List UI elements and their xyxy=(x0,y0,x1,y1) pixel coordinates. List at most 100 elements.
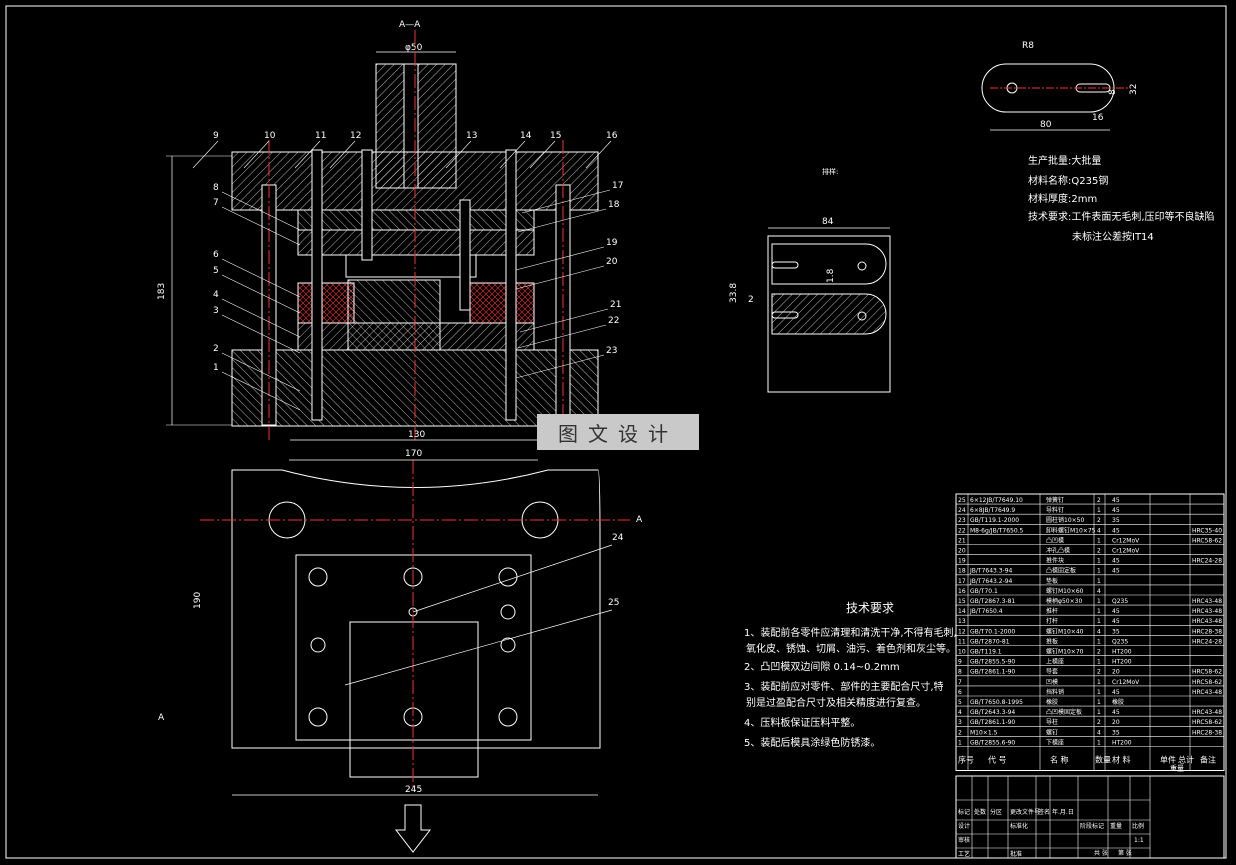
title-block-cell: 设计 xyxy=(958,822,970,830)
part-info-line: 未标注公差按IT14 xyxy=(1072,230,1154,243)
bom-cell: HRC28-38 xyxy=(1192,729,1222,736)
bom-header: 单件 xyxy=(1160,755,1176,765)
bom-cell: 15 xyxy=(958,598,966,605)
part-dim-slot-w: 8 xyxy=(1108,89,1118,95)
bom-cell: 螺钉M10×60 xyxy=(1046,587,1084,595)
bom-cell: HRC24-28 xyxy=(1192,638,1222,645)
part-sketch: 80 R8 32 16 8 生产批量:大批量材料名称:Q235钢材料厚度:2mm… xyxy=(981,41,1215,243)
bom-cell: HRC43-48 xyxy=(1192,709,1222,716)
bom-cell: HRC24-28 xyxy=(1192,558,1222,565)
part-number-21: 21 xyxy=(610,300,621,310)
bom-cell: Cr12MoV xyxy=(1112,537,1140,544)
part-info-line: 材料名称:Q235钢 xyxy=(1028,174,1108,187)
bom-cell: 4 xyxy=(958,709,962,716)
sheet-border xyxy=(5,5,1227,859)
bom-cell: 1 xyxy=(1097,537,1101,544)
layout-dim-width: 84 xyxy=(822,217,834,227)
part-number-23: 23 xyxy=(606,346,617,356)
bom-cell: 1 xyxy=(1097,699,1101,706)
bom-cell: GB/T119.1-2000 xyxy=(970,517,1019,524)
bom-cell: GB/T2855.6-90 xyxy=(970,739,1015,746)
bom-header: 材 料 xyxy=(1112,755,1131,765)
bom-cell: GB/T2867.3-81 xyxy=(970,598,1015,605)
backing-plate xyxy=(297,209,535,231)
bom-cell: Q235 xyxy=(1112,598,1128,605)
bom-cell: 圆柱销10×50 xyxy=(1046,516,1084,524)
bom-header-sub: 重量 xyxy=(1170,765,1184,773)
bom-header: 总计 xyxy=(1178,755,1194,765)
ejector xyxy=(345,254,477,278)
bom-cell: 上模座 xyxy=(1046,658,1064,666)
bom-cell: M8-6g/JB/T7650.5 xyxy=(970,527,1024,534)
bom-cell: 1 xyxy=(1097,739,1101,746)
bom-cell: 6×8JB/T7649.9 xyxy=(970,507,1015,514)
part-info-line: 材料厚度:2mm xyxy=(1028,192,1097,205)
bom-cell: GB/T70.1 xyxy=(970,588,998,595)
part-dim-width: 80 xyxy=(1040,120,1052,130)
tech-requirement-line: 1、装配前各零件应清理和清洗干净,不得有毛刺, xyxy=(744,626,957,639)
part-number-7: 7 xyxy=(213,198,219,208)
bom-cell: 45 xyxy=(1112,497,1120,504)
bom-cell: 22 xyxy=(958,527,966,534)
layout-label: 排样: xyxy=(822,167,838,176)
tech-requirement-line: 5、装配后模具涂绿色防锈漆。 xyxy=(744,736,880,749)
section-label: A—A xyxy=(399,20,421,30)
bom-cell: 19 xyxy=(958,558,966,565)
layout-dim-margin: 2 xyxy=(748,295,754,305)
bom-cell: 螺钉M10×70 xyxy=(1046,648,1084,656)
bom-cell: HRC43-48 xyxy=(1192,598,1222,605)
bom-cell: 35 xyxy=(1112,729,1120,736)
bom-header: 数量 xyxy=(1095,755,1111,765)
tech-requirements: 技术要求 1、装配前各零件应清理和清洗干净,不得有毛刺,氧化皮、锈蚀、切屑、油污… xyxy=(744,601,957,749)
part-number-22: 22 xyxy=(608,316,619,326)
bom-cell: 螺钉M10×40 xyxy=(1046,627,1084,635)
bom-cell: 24 xyxy=(958,507,966,514)
bom-cell: 推杆 xyxy=(1046,607,1058,615)
part-dim-height: 32 xyxy=(1129,84,1139,95)
bom-cell: 下模座 xyxy=(1046,738,1064,746)
part-dim-slot: 16 xyxy=(1092,113,1104,123)
bom-cell: 45 xyxy=(1112,618,1120,625)
bom-cell: 1 xyxy=(1097,558,1101,565)
bom-cell: HRC43-48 xyxy=(1192,618,1222,625)
bom-cell: 20 xyxy=(958,548,966,555)
bom-cell: 橡胶 xyxy=(1112,698,1124,706)
bom-cell: 10 xyxy=(958,649,966,656)
bom-cell: 1 xyxy=(1097,608,1101,615)
bom-cell: 8 xyxy=(958,669,962,676)
bom-cell: HRC28-38 xyxy=(1192,628,1222,635)
bom-cell: 20 xyxy=(1112,719,1120,726)
bom-cell: GB/T70.1-2000 xyxy=(970,628,1015,635)
dim-height: 183 xyxy=(157,283,167,300)
part-dim-radius: R8 xyxy=(1022,41,1034,51)
layout-dim-pitch: 33.8 xyxy=(729,283,739,303)
dim-width-top: 170 xyxy=(405,449,422,459)
bom-cell: 2 xyxy=(1097,649,1101,656)
part-number-15: 15 xyxy=(550,131,561,141)
bom-cell: 4 xyxy=(1097,729,1101,736)
bom-cell: 橡胶 xyxy=(1046,698,1058,706)
bom-cell: 45 xyxy=(1112,709,1120,716)
bom-cell: 导料钉 xyxy=(1046,506,1064,514)
bom-cell: 18 xyxy=(958,568,966,575)
tech-requirement-line: 氧化皮、锈蚀、切屑、油污、着色剂和灰尘等。 xyxy=(746,642,956,655)
plan-view: 170 245 190 A A 24 25 xyxy=(158,449,643,853)
part-number-8: 8 xyxy=(213,183,219,193)
bom-cell: Cr12MoV xyxy=(1112,548,1140,555)
bom-cell: 11 xyxy=(958,638,966,645)
tech-requirement-line: 别是过盈配合尺寸及相关精度进行复查。 xyxy=(746,696,926,709)
bom-cell: 45 xyxy=(1112,608,1120,615)
bom-cell: 4 xyxy=(1097,628,1101,635)
title-block-cell: 标准化 xyxy=(1010,822,1028,830)
bom-cell: 1 xyxy=(1097,638,1101,645)
bom-cell: 6×12JB/T7649.10 xyxy=(970,497,1023,504)
bom-header: 代 号 xyxy=(988,755,1007,765)
bom-cell: 2 xyxy=(1097,719,1101,726)
bom-cell: GB/T2870-81 xyxy=(970,638,1010,645)
bom-cell: 1 xyxy=(1097,507,1101,514)
bom-cell: GB/T2643.3-94 xyxy=(970,709,1015,716)
bom-cell: 25 xyxy=(958,497,966,504)
part-number-10: 10 xyxy=(264,131,276,141)
